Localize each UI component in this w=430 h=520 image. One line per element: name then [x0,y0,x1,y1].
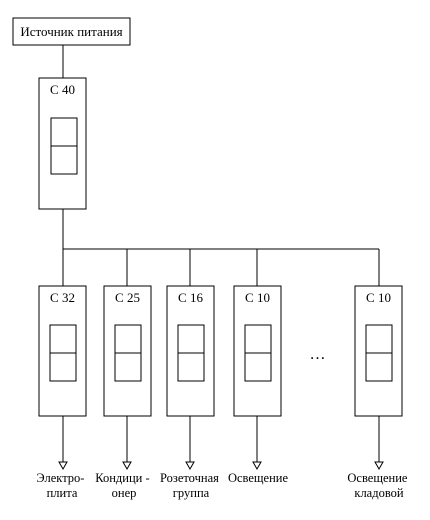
branch-breaker-4: С 10 Освещение [228,249,289,485]
arrow-down-icon [122,461,132,471]
branch-rating-2: С 25 [115,290,140,305]
branch-breaker-5: С 10 Освещение кладовой [347,249,410,500]
arrow-down-icon [252,461,262,471]
branch-breaker-2: С 25 Кондици - онер [95,249,153,500]
load-label-5: Освещение кладовой [347,471,410,500]
more-branches-ellipsis: … [310,346,327,363]
arrow-down-icon [185,461,195,471]
main-breaker-rating: С 40 [50,82,75,97]
load-label-4: Освещение [228,471,289,485]
branch-rating-1: С 32 [50,290,75,305]
load-label-3: Розеточная группа [160,471,222,500]
power-source-label: Источник питания [20,24,122,39]
branch-rating-5: С 10 [366,290,391,305]
load-label-2: Кондици - онер [95,471,153,500]
branch-breaker-3: С 16 Розеточная группа [160,249,222,500]
main-breaker: С 40 [38,77,87,210]
arrow-down-icon [374,461,384,471]
arrow-down-icon [58,461,68,471]
power-source-block: Источник питания [12,17,131,46]
load-label-1: Электро- плита [36,471,87,500]
branch-breaker-1: С 32 Электро- плита [36,249,87,500]
branch-rating-3: С 16 [178,290,203,305]
branch-rating-4: С 10 [245,290,270,305]
